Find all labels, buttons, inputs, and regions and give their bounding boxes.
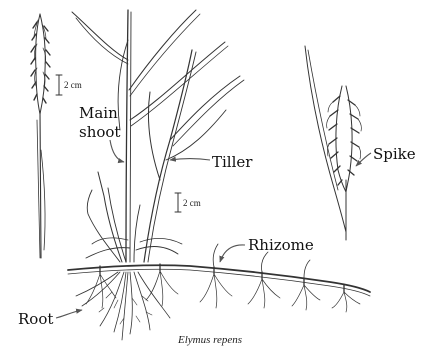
- label-root: Root: [18, 310, 82, 328]
- label-tiller: Tiller: [170, 153, 253, 171]
- right-spike-specimen: [305, 46, 361, 240]
- tiller-leader-line: [170, 159, 210, 161]
- label-main-shoot-line2: shoot: [79, 123, 120, 141]
- left-spike-specimen: [31, 14, 50, 258]
- scale-bar-center: 2 cm: [175, 193, 201, 212]
- label-spike-text: Spike: [373, 145, 416, 163]
- label-main-shoot-line1: Main: [79, 104, 118, 122]
- scale-bar-left: 2 cm: [56, 75, 82, 95]
- left-spike-head: [31, 14, 50, 114]
- label-spike: Spike: [356, 145, 416, 166]
- label-rhizome-text: Rhizome: [248, 236, 314, 254]
- roots: [76, 244, 360, 340]
- scale-bar-left-label: 2 cm: [64, 80, 82, 90]
- label-tiller-text: Tiller: [212, 153, 253, 171]
- figure-caption: Elymus repens: [177, 334, 242, 346]
- label-root-text: Root: [18, 310, 53, 328]
- main-shoot-leader-line: [110, 140, 124, 162]
- right-spike-head: [327, 86, 362, 192]
- label-rhizome: Rhizome: [220, 236, 314, 262]
- scale-bar-center-label: 2 cm: [183, 198, 201, 208]
- rhizome-leader-line: [220, 245, 245, 262]
- label-main-shoot: Main shoot: [79, 104, 124, 162]
- root-leader-line: [56, 310, 82, 318]
- spike-leader-line: [356, 153, 371, 166]
